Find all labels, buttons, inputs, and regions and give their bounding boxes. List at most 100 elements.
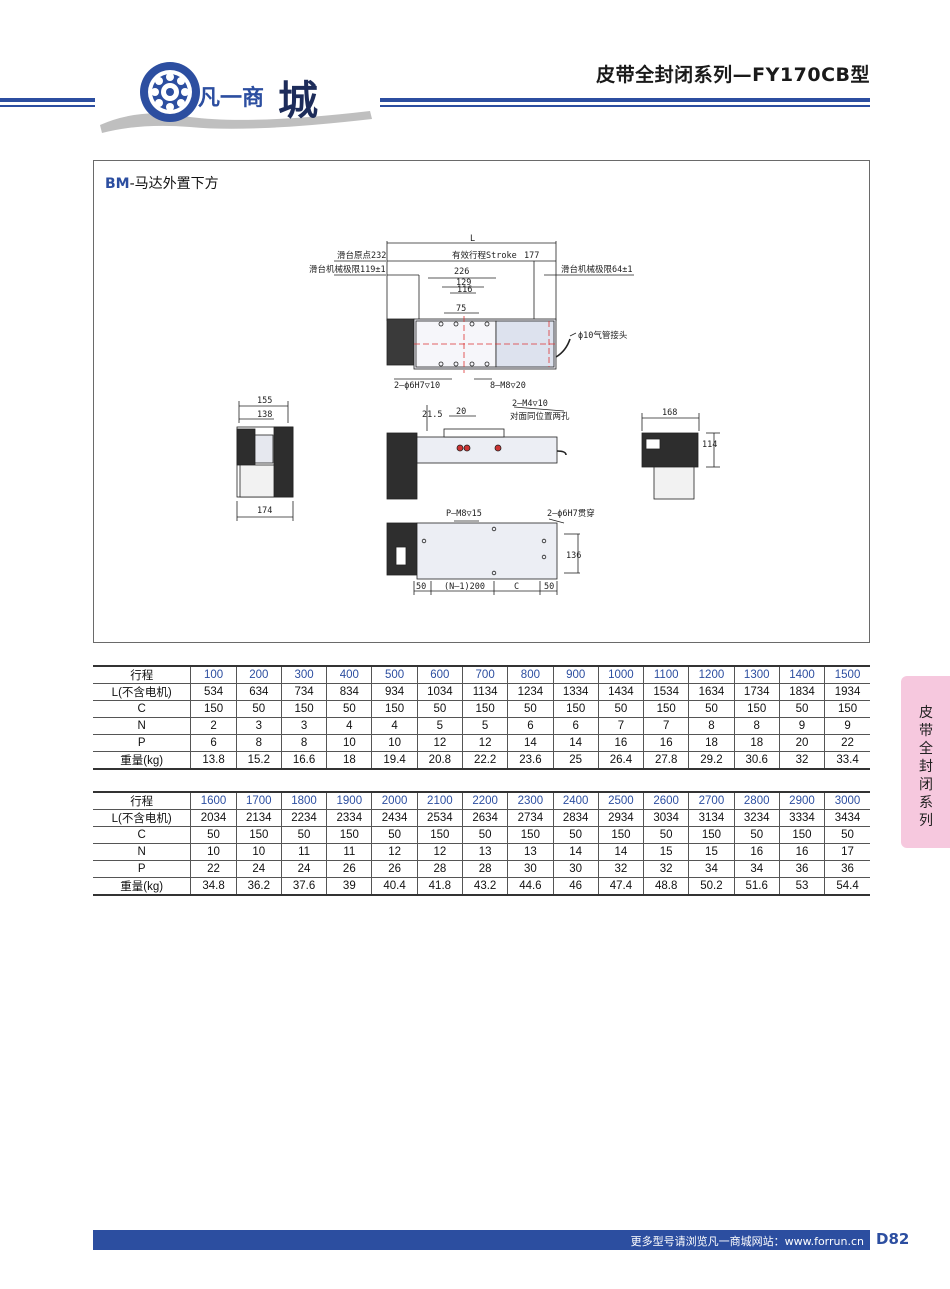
row-header: C bbox=[93, 700, 192, 718]
table-cell: 1300 bbox=[733, 665, 780, 684]
table-cell: 150 bbox=[371, 700, 418, 718]
brand-logo bbox=[100, 62, 372, 133]
table-cell: 2134 bbox=[235, 809, 282, 827]
table-cell: 4 bbox=[326, 717, 373, 735]
table-cell: 34.8 bbox=[190, 877, 237, 896]
table-cell: 3234 bbox=[733, 809, 780, 827]
table-cell: 5 bbox=[416, 717, 464, 735]
table-cell: 28 bbox=[461, 860, 509, 878]
table-cell: 17 bbox=[824, 843, 870, 861]
table-cell: 1600 bbox=[190, 791, 237, 810]
table-cell: 48.8 bbox=[643, 877, 690, 896]
table-cell: 2600 bbox=[643, 791, 690, 810]
table-cell: 1134 bbox=[461, 683, 509, 701]
dim-136: 136 bbox=[566, 551, 581, 561]
row-header: N bbox=[93, 717, 192, 735]
dim-177: 177 bbox=[524, 251, 539, 261]
label-air-connector: ϕ10气管接头 bbox=[578, 330, 628, 341]
table-cell: 14 bbox=[507, 734, 554, 752]
table-cell: 1934 bbox=[824, 683, 870, 701]
table-cell: 43.2 bbox=[461, 877, 509, 896]
label-opposite-holes: 对面同位置两孔 bbox=[510, 411, 570, 422]
table-cell: 50 bbox=[190, 826, 237, 844]
table-cell: 46 bbox=[552, 877, 599, 896]
table-cell: 1000 bbox=[597, 665, 645, 684]
table-cell: 15 bbox=[688, 843, 735, 861]
footer-text: 更多型号请浏览凡一商城网站：www.forrun.cn bbox=[630, 1235, 864, 1248]
table-cell: 13 bbox=[461, 843, 509, 861]
table-cell: 1800 bbox=[280, 791, 328, 810]
table-cell: 22.2 bbox=[461, 751, 509, 770]
label-effective-stroke: 有效行程Stroke bbox=[452, 250, 517, 261]
table-cell: 6 bbox=[507, 717, 554, 735]
table-cell: 200 bbox=[235, 665, 282, 684]
table-cell: 834 bbox=[326, 683, 373, 701]
table-cell: 32 bbox=[643, 860, 690, 878]
table-cell: 24 bbox=[235, 860, 282, 878]
table-cell: 150 bbox=[190, 700, 237, 718]
table-cell: 10 bbox=[326, 734, 373, 752]
table-cell: 2100 bbox=[416, 791, 463, 810]
table-cell: 1900 bbox=[326, 791, 373, 810]
table-cell: 3000 bbox=[824, 791, 870, 810]
table-cell: 22 bbox=[190, 860, 237, 878]
table-cell: 15.2 bbox=[235, 751, 282, 770]
table-cell: 3334 bbox=[778, 809, 826, 827]
label-m8-holes: 8—M8▽20 bbox=[490, 381, 526, 391]
dim-116: 116 bbox=[457, 285, 472, 295]
table-cell: 11 bbox=[326, 843, 373, 861]
table-cell: 51.6 bbox=[733, 877, 780, 896]
technical-drawing: L 滑台原点232 有效行程Stroke 177 滑台机械极限119±1 226… bbox=[236, 234, 720, 595]
table-cell: 50 bbox=[597, 700, 645, 718]
table-cell: 3 bbox=[235, 717, 282, 735]
table-cell: 1834 bbox=[778, 683, 826, 701]
table-cell: 7 bbox=[643, 717, 690, 735]
dim-21-5: 21.5 bbox=[422, 410, 442, 420]
table-cell: 10 bbox=[190, 843, 237, 861]
row-header: 重量(kg) bbox=[93, 877, 192, 896]
table-cell: 50.2 bbox=[688, 877, 735, 896]
table-cell: 400 bbox=[326, 665, 373, 684]
table-cell: 300 bbox=[280, 665, 328, 684]
left-end-view bbox=[236, 401, 294, 521]
table-cell: 600 bbox=[416, 665, 464, 684]
table-cell: 29.2 bbox=[688, 751, 735, 770]
dim-174: 174 bbox=[257, 506, 272, 516]
table-cell: 23.6 bbox=[507, 751, 554, 770]
table-cell: 50 bbox=[778, 700, 826, 718]
table-cell: 2400 bbox=[552, 791, 599, 810]
front-view bbox=[386, 405, 567, 500]
table-cell: 2234 bbox=[280, 809, 328, 827]
table-cell: 50 bbox=[416, 700, 464, 718]
label-through-holes: 2—ϕ6H7贯穿 bbox=[547, 508, 595, 519]
table-cell: 8 bbox=[235, 734, 282, 752]
table-cell: 39 bbox=[326, 877, 373, 896]
table-cell: 6 bbox=[552, 717, 599, 735]
logo-text: 凡一商 bbox=[198, 86, 265, 111]
table-cell: 20.8 bbox=[416, 751, 464, 770]
table-cell: 47.4 bbox=[597, 877, 645, 896]
table-cell: 100 bbox=[190, 665, 237, 684]
table-cell: 34 bbox=[688, 860, 735, 878]
table-cell: 16 bbox=[778, 843, 826, 861]
table-cell: 19.4 bbox=[371, 751, 418, 770]
table-cell: 50 bbox=[280, 826, 328, 844]
table-cell: 10 bbox=[371, 734, 418, 752]
table-cell: 15 bbox=[643, 843, 690, 861]
table-cell: 8 bbox=[733, 717, 780, 735]
dim-c: C bbox=[514, 582, 519, 592]
table-cell: 2934 bbox=[597, 809, 645, 827]
table-cell: 2734 bbox=[507, 809, 554, 827]
table-cell: 150 bbox=[733, 700, 780, 718]
table-cell: 150 bbox=[326, 826, 373, 844]
table-cell: 150 bbox=[461, 700, 509, 718]
dim-50-left: 50 bbox=[416, 582, 426, 592]
table-cell: 12 bbox=[416, 734, 464, 752]
table-cell: 150 bbox=[235, 826, 282, 844]
table-cell: 18 bbox=[688, 734, 735, 752]
table-cell: 16 bbox=[643, 734, 690, 752]
